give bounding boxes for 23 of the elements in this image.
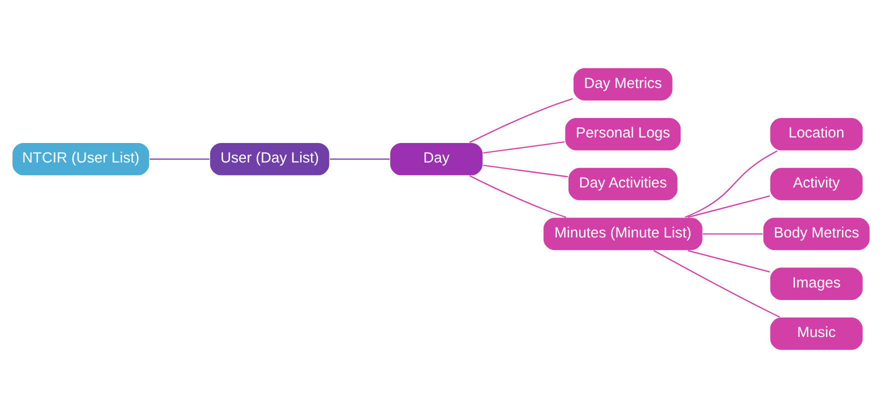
node-box: Minutes (Minute List)	[542, 216, 704, 251]
connector	[653, 250, 780, 318]
connector	[702, 232, 763, 234]
connector	[688, 194, 770, 218]
connector	[330, 158, 390, 160]
node-box: Images	[769, 266, 864, 300]
node-box: Day Activities	[568, 166, 678, 201]
connector	[483, 164, 568, 177]
connector	[483, 140, 565, 154]
node-box: Location	[769, 116, 864, 151]
connector	[688, 250, 770, 272]
node-box: Activity	[769, 166, 864, 201]
node-box: NTCIR (User List)	[12, 142, 150, 176]
node-box: User (Day List)	[209, 142, 330, 176]
node-box: Personal Logs	[564, 116, 682, 151]
connector	[684, 150, 778, 218]
connector	[469, 174, 566, 218]
connector	[469, 98, 573, 142]
node-box: Music	[769, 316, 864, 350]
node-box: Body Metrics	[762, 216, 870, 251]
node-box: Day	[389, 142, 484, 176]
node-box: Day Metrics	[572, 66, 674, 101]
connector	[150, 158, 210, 160]
